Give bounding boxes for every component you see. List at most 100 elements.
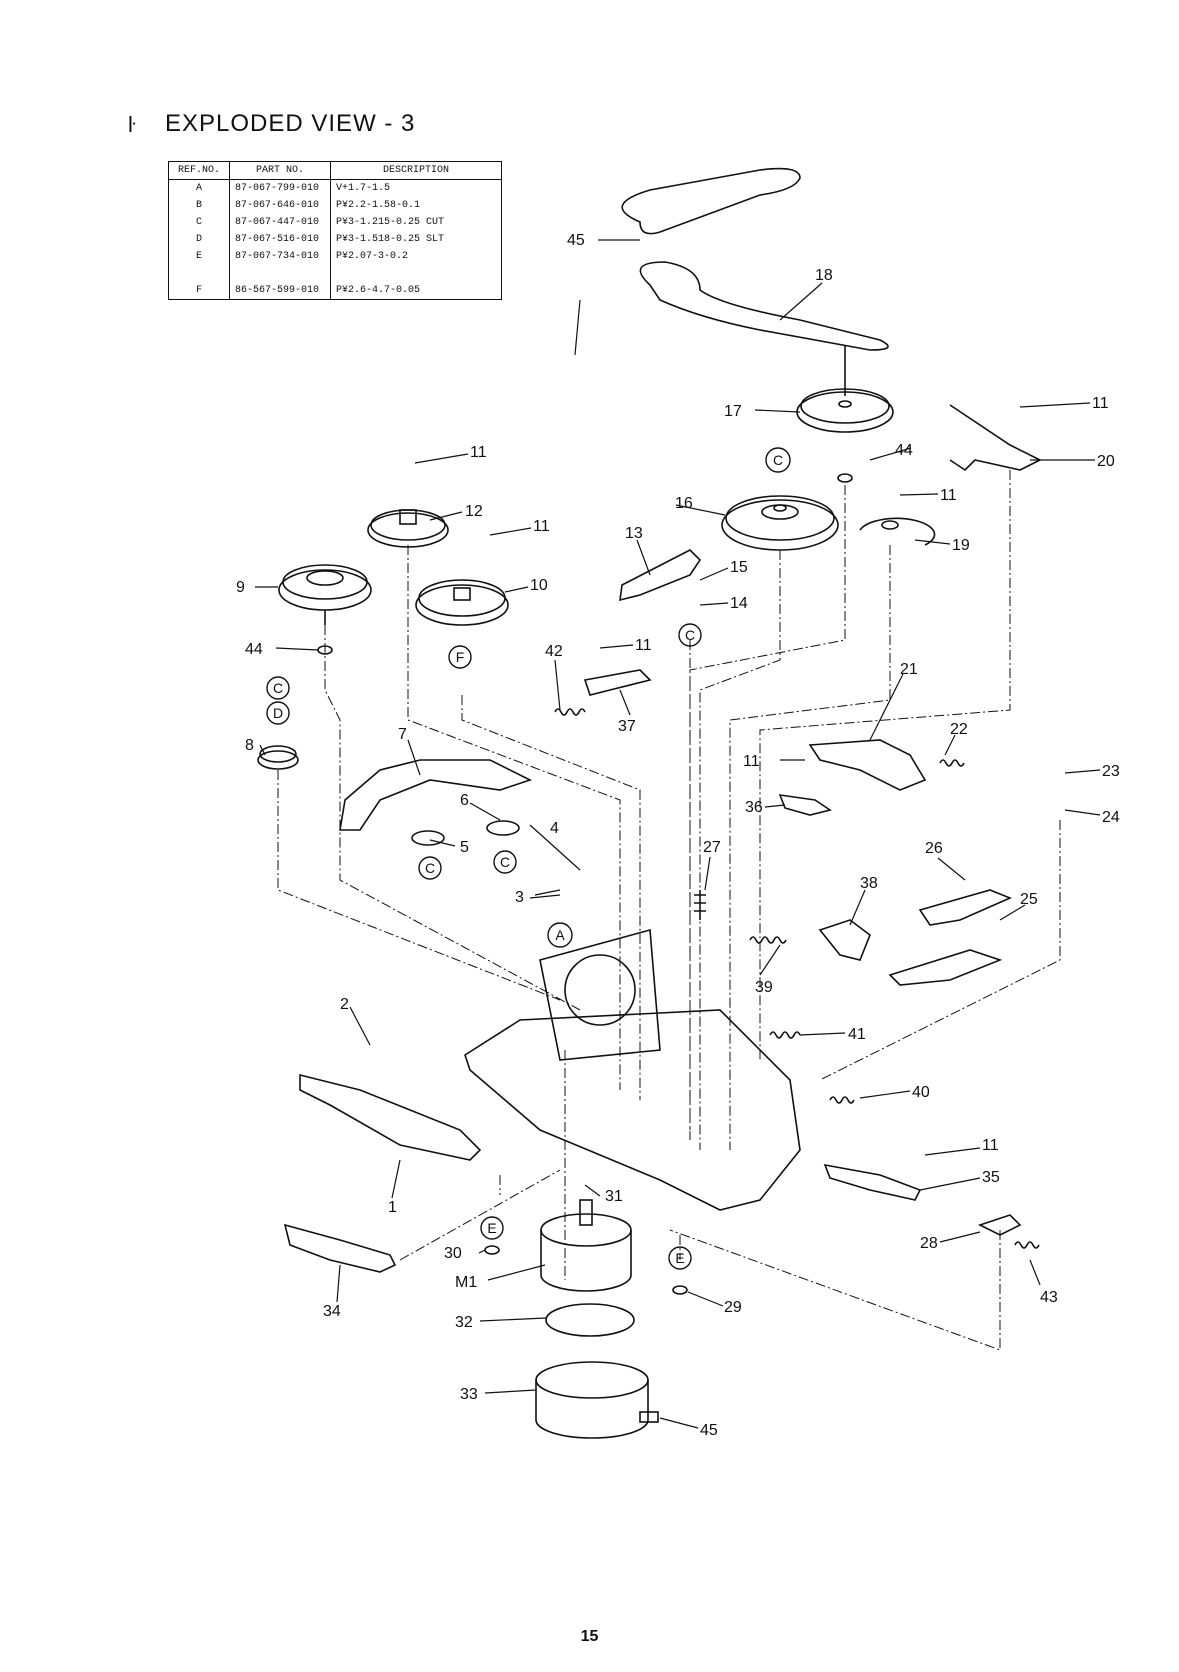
callout-38: 38 [860,875,878,892]
spring-42 [554,708,586,716]
callout-40: 40 [912,1084,930,1101]
table-header-row: REF.NO. PART NO. DESCRIPTION [168,161,502,180]
lever-37 [583,669,652,696]
svg-text:E: E [675,1250,684,1266]
desc-cell: P¥2.07-3-0.2 [330,248,502,265]
callout-26: 26 [925,840,943,857]
lever-35 [823,1163,922,1201]
callout-23: 23 [1102,763,1120,780]
main-chassis [464,1009,801,1211]
washer-29 [672,1285,688,1295]
svg-text:C: C [773,452,783,468]
ref-marker-a: A [547,922,573,948]
callout-44: 44 [895,442,913,459]
svg-text:C: C [273,680,283,696]
callout-11: 11 [743,753,760,770]
disc-32 [545,1303,635,1337]
callout-31: 31 [605,1188,623,1205]
callout-37: 37 [618,718,636,735]
callout-11: 11 [940,487,957,504]
ref-marker-c: C [418,856,442,880]
callout-18: 18 [815,267,833,284]
callout-36: 36 [745,799,763,816]
page-title: EXPLODED VIEW - 3 [165,110,416,137]
callout-43: 43 [1040,1289,1058,1306]
callout-labels: 45 18 17 16 11 12 11 10 9 44 11 20 44 11… [236,232,1120,1439]
callout-11: 11 [470,444,487,461]
lever-38 [818,919,871,961]
lever-28 [977,1214,1022,1236]
page-number: 15 [580,1628,599,1645]
callout-35: 35 [982,1169,1000,1186]
ref-marker-e: E [480,1216,504,1240]
callout-5: 5 [460,839,469,856]
callout-44: 44 [245,641,263,658]
gear-16 [721,499,839,551]
callout-2: 2 [340,996,349,1013]
plate-7 [339,759,533,831]
belt-18 [639,261,889,351]
ref-marker-f: F [448,645,472,669]
column-header-ref: REF.NO. [168,161,230,180]
ref-marker-e: E [668,1246,692,1270]
column-header-description: DESCRIPTION [330,161,502,180]
callout-34: 34 [323,1303,341,1320]
ref-marker-c: C [266,676,290,700]
callout-11: 11 [982,1137,999,1154]
leader-lines [255,239,1101,1429]
shield-33 [535,1361,649,1399]
lever-20 [949,404,1042,472]
ref-marker-c: C [765,447,791,473]
desc-cell: P¥3-1.215-0.25 CUT [330,214,502,231]
callout-10: 10 [530,577,548,594]
table-row [168,265,502,282]
svg-text:C: C [425,860,435,876]
reel-9 [278,569,372,611]
lever-26 [918,889,1013,926]
slider-1 [299,1073,482,1161]
gear-5 [411,830,445,846]
callout-17: 17 [724,403,742,420]
slider-34 [283,1223,397,1273]
callout-14: 14 [730,595,748,612]
callout-20: 20 [1097,453,1115,470]
alignment-lines [277,470,1061,1351]
callout-21: 21 [900,661,918,678]
gear-6 [486,820,520,836]
svg-text:A: A [555,927,565,943]
callout-8: 8 [245,737,254,754]
callout-4: 4 [550,820,559,837]
callout-41: 41 [848,1026,866,1043]
callout-11: 11 [1092,395,1109,412]
callout-28: 28 [920,1235,938,1252]
callout-9: 9 [236,579,245,596]
lever-13 [619,549,702,602]
callout-24: 24 [1102,809,1120,826]
washer-44 [837,473,853,483]
svg-text:C: C [500,854,510,870]
callout-39: 39 [755,979,773,996]
flywheel-17 [796,391,894,433]
spring-41 [769,1031,801,1039]
ref-markers: C C C D C C F A E E [266,447,791,1270]
callout-25: 25 [1020,891,1038,908]
callout-11: 11 [635,637,652,654]
callout-3: 3 [515,889,524,906]
desc-cell: P¥3-1.518-0.25 SLT [330,231,502,248]
callout-45: 45 [700,1422,718,1439]
pulley-8 [257,750,299,770]
callout-12: 12 [465,503,483,520]
mechanism-parts [257,167,1042,1439]
callout-27: 27 [703,839,721,856]
callout-30: 30 [444,1245,462,1262]
callout-13: 13 [625,525,643,542]
callout-15: 15 [730,559,748,576]
gear-10 [415,584,509,626]
callout-22: 22 [950,721,968,738]
callout-m1: M1 [455,1274,477,1291]
